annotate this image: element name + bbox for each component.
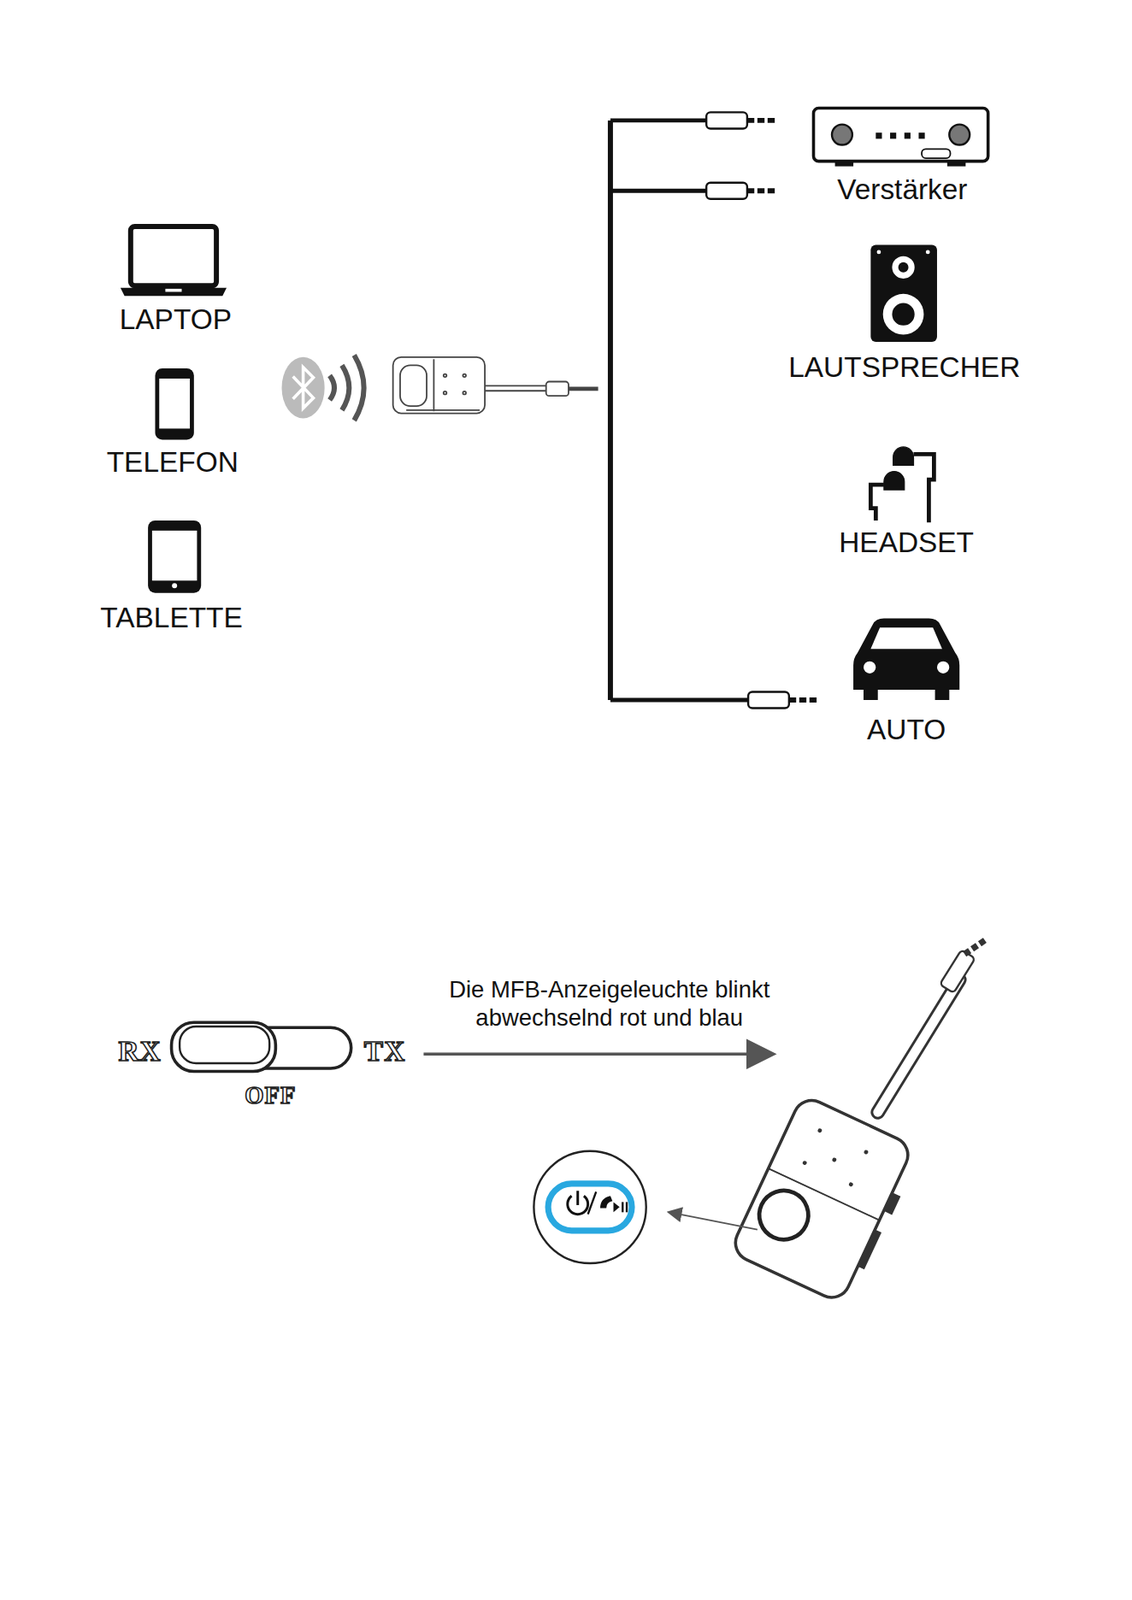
switch-position: RX: [117, 1034, 161, 1069]
transmitter-device: [393, 357, 599, 414]
tablet-icon: [149, 522, 199, 591]
laptop-icon: [120, 226, 227, 296]
device-label: Verstärker: [837, 172, 967, 207]
phone-icon: [157, 370, 193, 438]
note-text: Die MFB-Anzeigeleuchte blinkt abwechseln…: [405, 976, 814, 1033]
bluetooth-symbol: [282, 354, 365, 420]
arrow: [423, 1052, 771, 1056]
switch-position: TX: [364, 1034, 406, 1069]
device-label: LAUTSPRECHER: [788, 350, 1020, 385]
speaker-icon: [870, 245, 938, 342]
headset-icon: [870, 447, 934, 523]
car-icon: [853, 618, 960, 701]
device-label: HEADSET: [838, 525, 974, 561]
device-label: TABLETTE: [100, 601, 242, 636]
device-label: AUTO: [866, 713, 946, 748]
device-label: TELEFON: [106, 445, 239, 480]
device-label: LAPTOP: [119, 302, 232, 337]
audio-cable: [610, 112, 817, 708]
mode-switch: [171, 1022, 352, 1072]
amplifier-icon: [813, 108, 989, 167]
switch-position: OFF: [244, 1080, 296, 1110]
